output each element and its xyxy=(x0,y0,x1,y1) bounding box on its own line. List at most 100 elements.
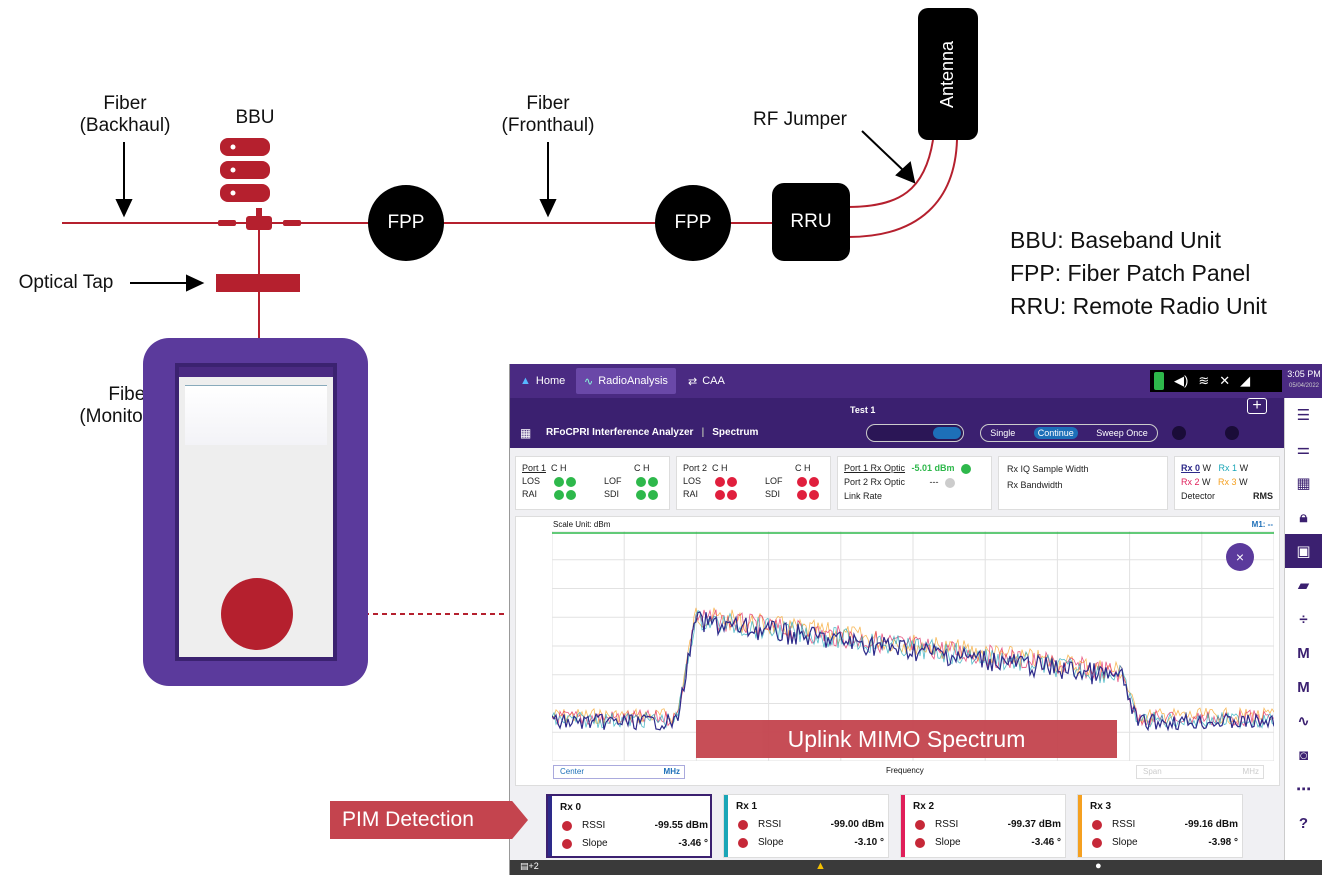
rru-node: RRU xyxy=(772,183,850,261)
uplink-mimo-banner: Uplink MIMO Spectrum xyxy=(696,720,1117,758)
satellite-icon: ✕ xyxy=(1219,373,1231,388)
antenna-label: Antenna xyxy=(937,40,958,108)
right-toolbar: ☰ ⚌ ▦ 🔒︎ ▣ ▰ ÷ M M ∿ ◙ ⋯ ? xyxy=(1284,398,1322,875)
tab-caa[interactable]: ⇄CAA xyxy=(680,368,733,394)
rssi-value: -99.00 dBm xyxy=(830,819,884,830)
folder-icon[interactable]: ▰ xyxy=(1297,577,1310,594)
more-icon[interactable]: ⋯ xyxy=(1296,781,1311,798)
rssi-row: RSSI-99.00 dBm xyxy=(738,819,884,830)
add-test-button[interactable]: + xyxy=(1247,398,1267,414)
iq-status-card: Rx IQ Sample Width Rx Bandwidth xyxy=(998,456,1168,510)
rssi-label: RSSI xyxy=(582,820,606,831)
sweep-mode-toggle[interactable]: Single Continue Sweep Once xyxy=(980,424,1158,442)
record-button[interactable] xyxy=(1172,426,1186,440)
tab-label: RadioAnalysis xyxy=(598,375,668,387)
test-name: Test 1 xyxy=(850,405,876,415)
slope-row: Slope -3.98 ° xyxy=(1092,837,1238,848)
location-icon[interactable]: ● xyxy=(1095,860,1102,872)
antenna-node: Antenna xyxy=(918,8,978,140)
rx-color-bar xyxy=(1078,795,1082,857)
test-header: Test 1 + ▦ RFoCPRI Interference Analyzer… xyxy=(510,398,1285,448)
slope-value: -3.46 ° xyxy=(1031,837,1061,848)
slope-label: Slope xyxy=(582,838,608,849)
lock-icon[interactable]: 🔒︎ xyxy=(1299,508,1308,526)
spectrum-trace xyxy=(552,611,1274,732)
close-marker-button[interactable]: × xyxy=(1226,543,1254,571)
slope-value: -3.98 ° xyxy=(1208,837,1238,848)
rssi-value: -99.37 dBm xyxy=(1007,819,1061,830)
bottom-bar: ▤+2 ▲ ● xyxy=(510,860,1322,875)
settings-sliders-icon[interactable]: ⚌ xyxy=(1296,441,1311,458)
port2-status-card: Port 2 C H LOS RAI C H LOF SDI xyxy=(676,456,831,510)
clock-time: 3:05 PM xyxy=(1287,369,1321,379)
notes-icon[interactable]: ▤+2 xyxy=(520,861,539,871)
wifi-icon: ≋ xyxy=(1198,373,1210,388)
rssi-value: -99.55 dBm xyxy=(654,820,708,831)
pulse-icon: ∿ xyxy=(584,375,594,388)
fiber-fronthaul-label: Fiber (Fronthaul) xyxy=(501,93,595,136)
fiber-backhaul-label: Fiber (Backhaul) xyxy=(79,93,171,136)
camera-icon[interactable]: ◙ xyxy=(1298,746,1309,764)
apps-grid-icon[interactable]: ▦ xyxy=(520,426,532,440)
gps-icon: ◢ xyxy=(1240,373,1251,388)
rssi-label: RSSI xyxy=(1112,819,1136,830)
tab-label: CAA xyxy=(702,375,725,387)
rx-color-bar xyxy=(724,795,728,857)
tab-home[interactable]: ▲Home xyxy=(512,368,573,394)
grid-view-icon[interactable]: ▦ xyxy=(1296,475,1311,492)
rssi-value: -99.16 dBm xyxy=(1184,819,1238,830)
rx-color-bar xyxy=(548,796,552,856)
clock-date: 05/04/2022 xyxy=(1288,383,1320,389)
rx-card-title: Rx 2 xyxy=(913,801,935,812)
stop-button[interactable] xyxy=(1225,426,1239,440)
notes-count: +2 xyxy=(528,861,539,871)
rx-card-title: Rx 0 xyxy=(560,802,582,813)
port1-status-card: Port 1 C H LOS RAI C H LOF SDI xyxy=(515,456,670,510)
slope-row: Slope -3.46 ° xyxy=(915,837,1061,848)
monitor-point xyxy=(221,578,293,650)
legend-item: FPP: Fiber Patch Panel xyxy=(1010,260,1251,286)
sweep-continue-option[interactable]: Continue xyxy=(1033,427,1078,439)
menu-icon[interactable]: ☰ xyxy=(1296,407,1311,424)
sweep-once-button[interactable]: Sweep Once xyxy=(1096,428,1148,438)
rf-jumper-label: RF Jumper xyxy=(753,109,847,130)
slope-label: Slope xyxy=(935,837,961,848)
slope-value: -3.46 ° xyxy=(678,838,708,849)
divide-icon[interactable]: ÷ xyxy=(1299,610,1308,628)
marker-down-icon[interactable]: M xyxy=(1297,644,1310,662)
x-axis-label: Frequency xyxy=(886,766,924,775)
clock: 3:05 PM 05/04/2022 xyxy=(1285,364,1322,398)
optical-tap-label: Optical Tap xyxy=(18,272,114,293)
top-bar: ▲Home ∿RadioAnalysis ⇄CAA ◀) ≋ ✕ ◢ 3:05 … xyxy=(510,364,1322,398)
tab-radioanalysis[interactable]: ∿ RadioAnalysis xyxy=(576,368,676,394)
legend-item: RRU: Remote Radio Unit xyxy=(1010,293,1267,319)
pim-detection-banner: PIM Detection xyxy=(330,801,528,839)
save-icon[interactable]: ▣ xyxy=(1285,534,1322,568)
help-icon[interactable]: ? xyxy=(1298,814,1309,832)
rx-card-title: Rx 1 xyxy=(736,801,758,812)
fpp-node: FPP xyxy=(368,185,444,261)
rssi-row: RSSI -99.55 dBm xyxy=(562,820,708,831)
analyzer-screen: ▲Home ∿RadioAnalysis ⇄CAA ◀) ≋ ✕ ◢ 3:05 … xyxy=(509,364,1322,875)
warning-icon[interactable]: ▲ xyxy=(815,860,826,872)
sweep-single-option[interactable]: Single xyxy=(990,428,1016,438)
slope-value: -3.10 ° xyxy=(854,837,884,848)
rx-card-title: Rx 3 xyxy=(1090,801,1112,812)
slope-label: Slope xyxy=(1112,837,1138,848)
marker-icon[interactable]: M xyxy=(1297,678,1310,696)
view-layout-toggle[interactable] xyxy=(866,424,964,442)
pulse-icon[interactable]: ∿ xyxy=(1297,713,1310,730)
legend: BBU: Baseband Unit FPP: Fiber Patch Pane… xyxy=(1010,224,1267,323)
port1-label: Port 1 xyxy=(522,463,547,473)
legend-item: BBU: Baseband Unit xyxy=(1010,227,1221,253)
marker-readout: M1: -- xyxy=(1251,520,1273,529)
bbu-label: BBU xyxy=(235,107,275,128)
home-icon: ▲ xyxy=(520,375,531,387)
